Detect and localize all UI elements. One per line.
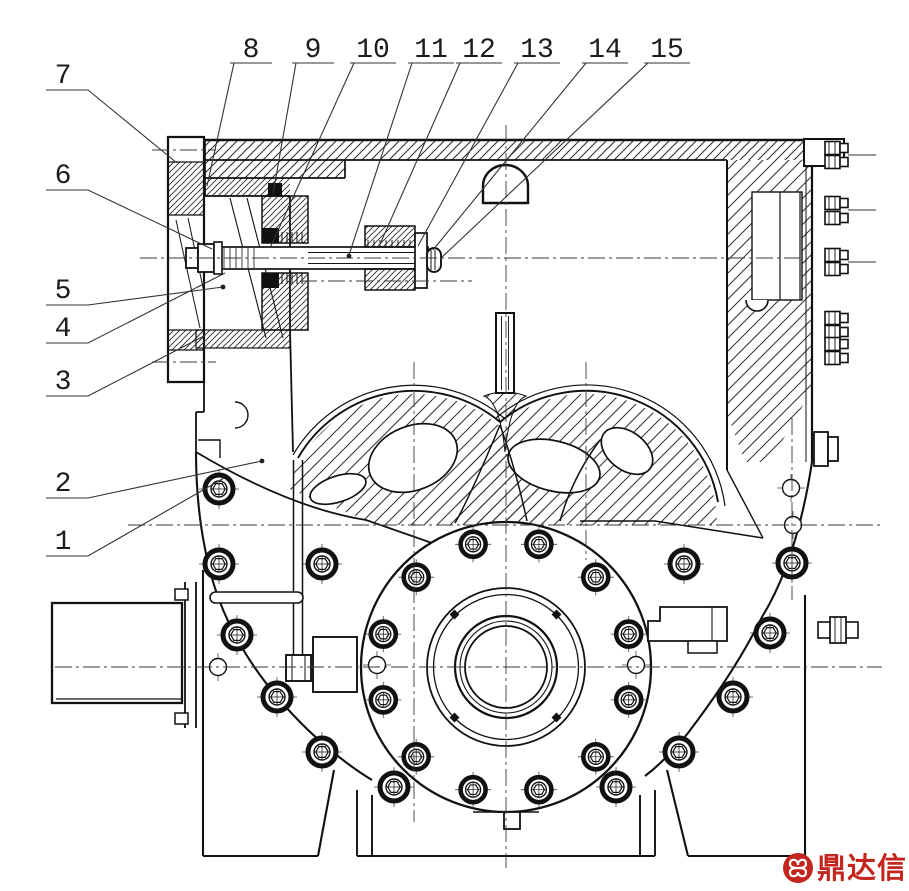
casing-top-cover [196, 138, 814, 470]
callouts: 1 2 3 4 5 6 7 8 9 10 11 12 13 14 15 [55, 35, 684, 558]
watermark: 鼎达信 [781, 851, 907, 885]
callout-13: 13 [520, 35, 554, 66]
callout-2: 2 [55, 469, 72, 500]
callout-15: 15 [650, 35, 684, 66]
inlet-flange [50, 582, 197, 728]
callout-9: 9 [305, 35, 322, 66]
bracket [647, 606, 728, 642]
callout-6: 6 [55, 161, 72, 192]
brand-logo-icon [782, 853, 813, 883]
centerlines [55, 125, 882, 868]
right-flange-edge [803, 138, 876, 467]
gauge-bar [209, 591, 304, 604]
valve-rod [495, 312, 515, 394]
drain-pipe [292, 460, 304, 655]
callout-10: 10 [356, 35, 390, 66]
callout-1: 1 [55, 527, 72, 558]
callout-11: 11 [414, 35, 448, 66]
callout-8: 8 [243, 35, 260, 66]
callout-14: 14 [588, 35, 622, 66]
hex-fitting [285, 654, 312, 682]
fittings [209, 460, 859, 693]
screw-rotors [193, 312, 726, 548]
leader-lines [46, 62, 690, 557]
callout-7: 7 [55, 61, 72, 92]
callout-4: 4 [55, 314, 72, 345]
callout-5: 5 [55, 276, 72, 307]
brand-text: 鼎达信 [816, 850, 907, 885]
callout-12: 12 [462, 35, 496, 66]
callout-3: 3 [55, 367, 72, 398]
